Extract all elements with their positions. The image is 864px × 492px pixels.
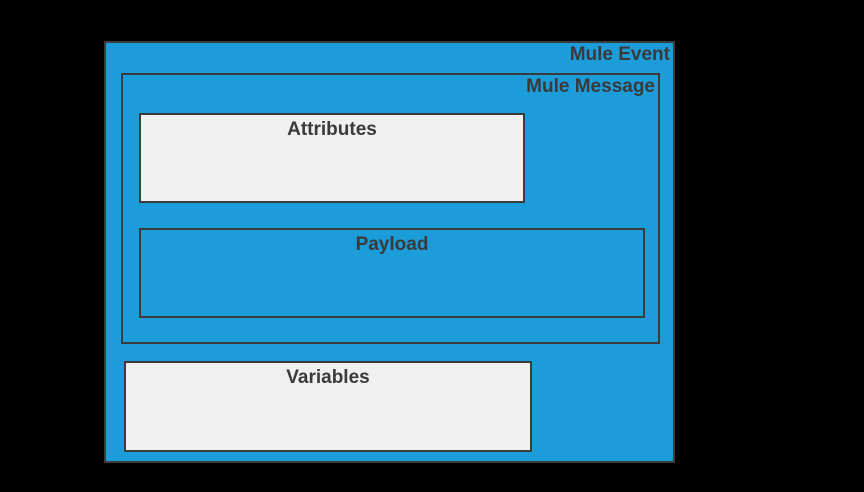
attributes-box: Attributes [139, 113, 525, 203]
mule-event-label: Mule Event [569, 44, 670, 65]
variables-box: Variables [124, 361, 532, 452]
attributes-label: Attributes [287, 119, 377, 140]
mule-event-container: Mule Event Mule Message Attributes Paylo… [104, 41, 675, 463]
mule-message-label: Mule Message [526, 76, 655, 97]
mule-message-container: Mule Message Attributes Payload [121, 73, 660, 344]
payload-box: Payload [139, 228, 645, 318]
payload-label: Payload [355, 234, 429, 255]
variables-label: Variables [286, 367, 370, 388]
